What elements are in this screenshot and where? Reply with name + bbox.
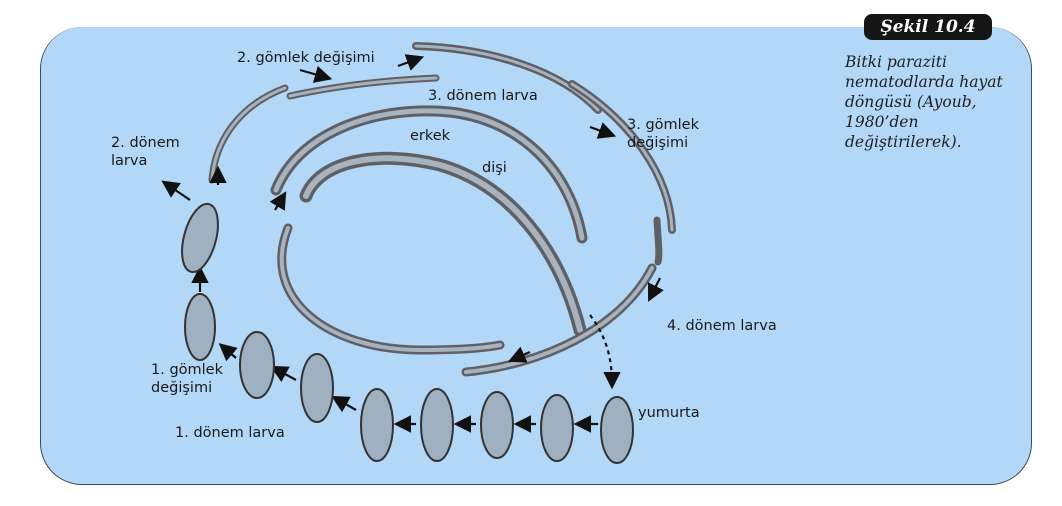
eggs	[181, 202, 634, 464]
label-stage2-line2: larva	[111, 153, 147, 169]
label-molt3-line1: 3. gömlek	[627, 117, 700, 133]
worm-male	[270, 105, 588, 244]
label-female: dişi	[482, 160, 507, 176]
worm-stage2	[208, 84, 289, 184]
label-egg: yumurta	[638, 405, 700, 421]
figure-badge: Şekil 10.4	[864, 14, 992, 40]
label-molt2: 2. gömlek değişimi	[237, 50, 375, 66]
label-stage1: 1. dönem larva	[175, 425, 285, 441]
label-stage4: 4. dönem larva	[667, 318, 777, 334]
egg-9	[181, 202, 219, 274]
label-stage2-line1: 2. dönem	[111, 135, 180, 151]
worm-stage4	[277, 223, 657, 377]
egg-6	[300, 353, 334, 423]
label-molt1-line1: 1. gömlek	[151, 362, 224, 378]
egg-5	[360, 388, 394, 462]
egg-7	[239, 331, 275, 399]
egg-2	[540, 394, 574, 462]
worm-stage3-long	[412, 42, 676, 266]
worm-molt2	[286, 74, 440, 100]
egg-1	[600, 396, 634, 464]
label-stage3: 3. dönem larva	[428, 88, 538, 104]
egg-4	[420, 388, 454, 462]
label-molt3-line2: değişimi	[627, 135, 688, 151]
figure-caption: Bitki paraziti nematodlarda hayat döngüs…	[845, 53, 1003, 151]
label-molt1-line2: değişimi	[151, 380, 212, 396]
worm-female	[299, 151, 587, 337]
egg-8	[184, 293, 216, 361]
egg-3	[480, 391, 514, 459]
cycle-arrows	[161, 54, 664, 433]
label-male: erkek	[410, 128, 451, 144]
